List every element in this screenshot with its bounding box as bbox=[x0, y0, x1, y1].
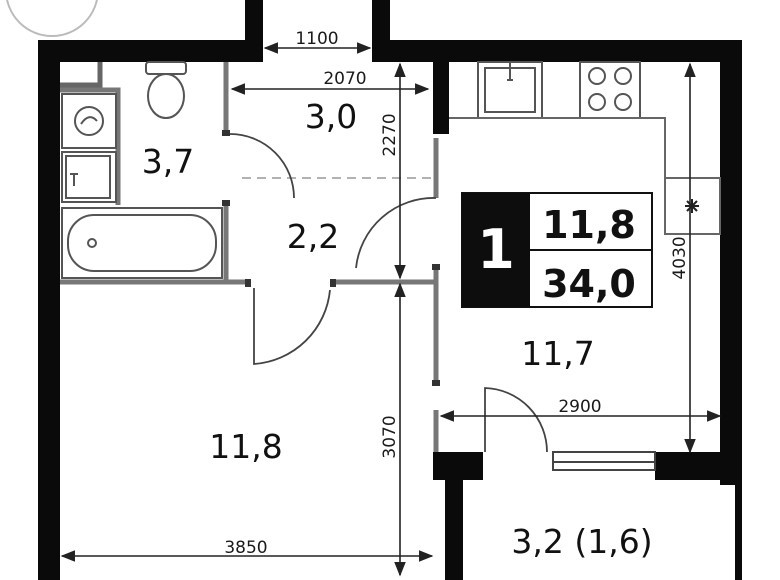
bath-sink-icon bbox=[61, 151, 117, 203]
stove-icon bbox=[579, 61, 641, 119]
washing-machine-icon bbox=[61, 93, 117, 149]
dim-bedroom-depth: 3070 bbox=[380, 415, 400, 458]
kitchen-area: 11,7 bbox=[521, 334, 594, 373]
summary-badge: 1 11,8 34,0 bbox=[461, 192, 653, 308]
hall-area: 3,0 bbox=[305, 97, 357, 136]
doors bbox=[229, 133, 548, 453]
exterior-walls bbox=[38, 0, 742, 580]
living-area-value: 11,8 bbox=[542, 203, 636, 247]
balcony-window bbox=[552, 451, 656, 471]
dimension-lines bbox=[60, 42, 722, 577]
room-count: 1 bbox=[477, 218, 515, 281]
bathtub-icon bbox=[61, 207, 223, 279]
niche bbox=[60, 62, 103, 88]
boiler-icon bbox=[685, 199, 699, 213]
dim-entrance-width: 1100 bbox=[295, 29, 338, 49]
interior-partitions bbox=[60, 62, 439, 452]
bedroom-area: 11,8 bbox=[209, 427, 282, 466]
total-area-value: 34,0 bbox=[542, 262, 636, 306]
dim-hall-width: 2070 bbox=[323, 69, 366, 89]
dim-hall-depth: 2270 bbox=[380, 113, 400, 156]
dim-kitchen-width: 2900 bbox=[558, 397, 601, 417]
corridor-area: 2,2 bbox=[287, 217, 339, 256]
balcony-area: 3,2 (1,6) bbox=[511, 522, 652, 561]
wall-caps bbox=[222, 130, 440, 386]
dim-kitchen-depth: 4030 bbox=[670, 236, 690, 279]
kitchen-sink-icon bbox=[477, 61, 543, 119]
bathroom-area: 3,7 bbox=[142, 142, 194, 181]
logo-mark bbox=[6, 0, 98, 37]
toilet-icon bbox=[145, 61, 187, 119]
dim-bedroom-width: 3850 bbox=[224, 538, 267, 558]
